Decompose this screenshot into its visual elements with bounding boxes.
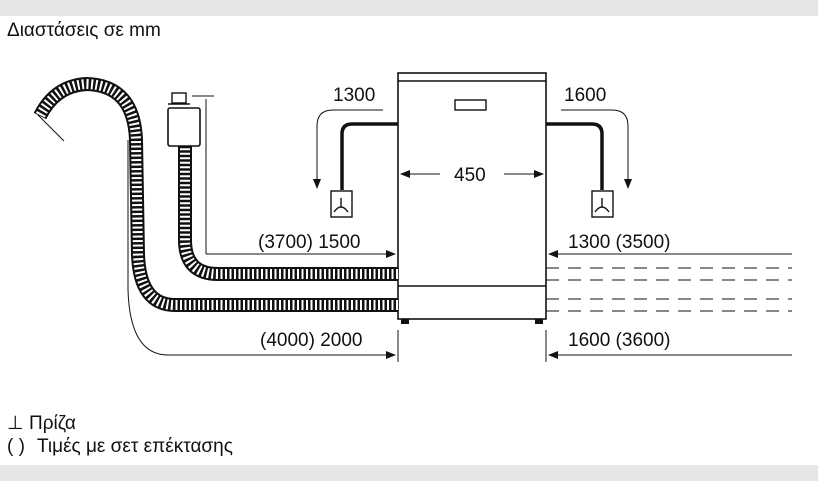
foot-right — [535, 319, 543, 324]
reach-arrow-left — [313, 109, 383, 189]
legend-extension-text: Τιμές με σετ επέκτασης — [37, 436, 233, 457]
label-height-right: 1600 — [564, 85, 606, 106]
socket-icon — [591, 190, 614, 218]
diagram-title: Διαστάσεις σε mm — [7, 20, 161, 41]
dishwasher — [397, 72, 547, 324]
control-panel — [454, 99, 487, 111]
bottom-band — [0, 465, 818, 481]
drain-connector — [167, 107, 201, 147]
extension-dashed-lines — [546, 267, 792, 312]
power-cord-left — [340, 122, 398, 190]
parentheses-icon: ( ) — [7, 436, 25, 457]
reach-arrow-right — [561, 109, 632, 189]
label-height-left: 1300 — [333, 85, 375, 106]
label-right-upper: 1300 (3500) — [568, 232, 670, 253]
legend-item-socket: ⊥Πρίζα — [7, 412, 76, 435]
label-left-upper: (3700) 1500 — [258, 232, 360, 253]
legend-item-extension: ( ) Τιμές με σετ επέκτασης — [7, 436, 233, 458]
power-cord-right — [546, 122, 604, 190]
foot-left — [401, 319, 409, 324]
inlet-end-line — [37, 114, 65, 142]
socket-icon — [330, 190, 353, 218]
top-band — [0, 0, 818, 16]
label-width: 450 — [454, 165, 486, 186]
drain-hose-outline — [178, 145, 398, 281]
socket-icon: ⊥ — [7, 413, 24, 434]
label-left-lower: (4000) 2000 — [260, 330, 362, 351]
inlet-length-line — [127, 140, 380, 356]
legend-socket-text: Πρίζα — [29, 413, 76, 434]
label-right-lower: 1600 (3600) — [568, 330, 670, 351]
